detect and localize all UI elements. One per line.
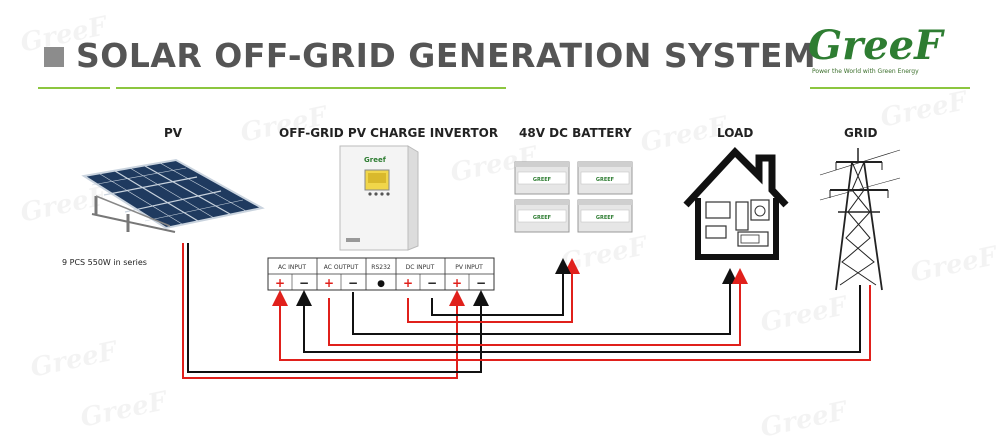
- terminal-label-ac-input: AC INPUT: [278, 264, 306, 271]
- battery-brand: GREEF: [533, 215, 551, 221]
- wire-grid-positive: [272, 285, 871, 361]
- terminal-ac-output-positive: +: [324, 276, 334, 290]
- wire-pv-positive: [182, 243, 465, 379]
- inverter-brand: Greef: [364, 156, 387, 164]
- wire-load-negative: [352, 268, 738, 335]
- terminal-label-dc-input: DC INPUT: [406, 264, 435, 271]
- solar-panel-icon: [81, 158, 265, 233]
- terminal-pv-input-negative: −: [476, 276, 486, 290]
- inverter-icon: Greef: [339, 145, 419, 251]
- label-pv: PV: [164, 126, 183, 140]
- brand-tagline: Power the World with Green Energy: [812, 68, 919, 75]
- wire-grid-negative: [296, 285, 861, 353]
- title-square-icon: [44, 47, 64, 67]
- terminal-label-pv-input: PV INPUT: [455, 264, 483, 271]
- terminal-rs232-port: ●: [377, 279, 385, 289]
- terminal-dc-input-positive: +: [403, 276, 413, 290]
- brand-underline: [810, 87, 970, 89]
- terminal-dc-input-negative: −: [427, 276, 437, 290]
- terminal-ac-input-negative: −: [299, 276, 309, 290]
- battery-brand: GREEF: [596, 215, 614, 221]
- transmission-tower-icon: [819, 148, 901, 291]
- terminal-ac-input-positive: +: [275, 276, 285, 290]
- battery-brand: GREEF: [533, 177, 551, 183]
- pv-note: 9 PCS 550W in series: [62, 258, 147, 267]
- wire-battery-negative: [431, 258, 571, 316]
- wire-load-positive: [328, 268, 748, 346]
- title-underline: [38, 87, 110, 89]
- label-grid: GRID: [844, 126, 878, 140]
- house-load-icon: [683, 146, 789, 260]
- battery-bank-icon: GREEF GREEF GREEF GREEF: [514, 161, 633, 233]
- battery-brand: GREEF: [596, 177, 614, 183]
- label-load: LOAD: [717, 126, 754, 140]
- terminal-label-rs232: RS232: [371, 264, 391, 271]
- terminal-ac-output-negative: −: [348, 276, 358, 290]
- page-title: SOLAR OFF-GRID GENERATION SYSTEM: [76, 36, 817, 75]
- label-battery: 48V DC BATTERY: [519, 126, 632, 140]
- label-inverter: OFF-GRID PV CHARGE INVERTOR: [279, 126, 499, 140]
- terminal-label-ac-output: AC OUTPUT: [324, 264, 359, 271]
- terminal-pv-input-positive: +: [452, 276, 462, 290]
- brand-logo: GreeF: [808, 22, 943, 69]
- terminal-strip: AC INPUT AC OUTPUT RS232 DC INPUT PV INP…: [267, 257, 495, 291]
- wiring: [182, 243, 871, 379]
- title-underline: [116, 87, 506, 89]
- wire-battery-positive: [407, 258, 580, 323]
